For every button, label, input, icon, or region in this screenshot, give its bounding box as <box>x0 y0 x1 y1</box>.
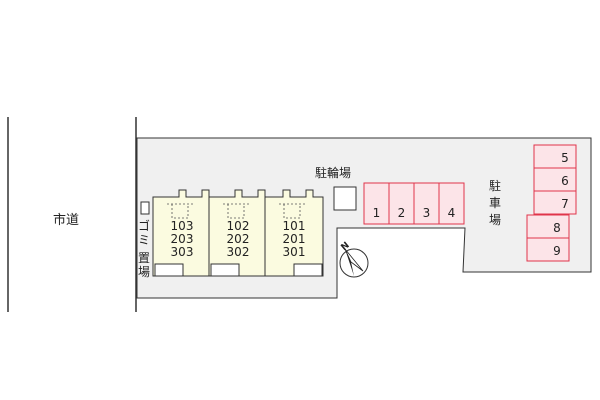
car-parking-label-char-1: 駐 <box>489 178 501 193</box>
road-label: 市道 <box>53 212 79 228</box>
car-parking-label-char-2: 車 <box>489 196 501 210</box>
parking-space-8 <box>526 214 570 239</box>
parking-space-4 <box>438 182 465 225</box>
room-302: 302 <box>227 245 250 259</box>
parking-space-9 <box>526 237 570 262</box>
building-2: 102 202 302 <box>208 189 266 277</box>
compass-needle-light <box>344 248 364 272</box>
parking-number-2: 2 <box>398 206 406 220</box>
garbage-label-char-2: ミ <box>138 233 150 247</box>
building-3-entrance <box>293 263 323 277</box>
parking-number-7: 7 <box>561 197 569 211</box>
parking-number-5: 5 <box>561 151 569 165</box>
parking-stack-8-9: 8 9 <box>526 214 570 262</box>
building-1-stair <box>167 203 193 219</box>
parking-space-6 <box>533 167 577 192</box>
room-102: 102 <box>227 219 250 233</box>
building-2-outline <box>208 189 266 277</box>
garbage-label-char-3: 置 <box>138 251 150 265</box>
bicycle-parking-label: 駐輪場 <box>315 165 351 180</box>
building-1: 103 203 303 <box>152 189 210 277</box>
room-301: 301 <box>283 245 306 259</box>
parking-number-3: 3 <box>423 206 431 220</box>
parking-space-3 <box>413 182 440 225</box>
building-2-stair <box>223 203 249 219</box>
garbage-label-char-4: 場 <box>138 265 150 279</box>
car-parking-label-char-3: 場 <box>489 213 501 227</box>
bicycle-parking-box <box>333 186 357 211</box>
room-101: 101 <box>283 219 306 233</box>
parking-number-1: 1 <box>373 206 381 220</box>
parking-stack-5-7: 5 6 7 <box>533 144 577 215</box>
garbage-label-char-1: ゴ <box>138 218 150 233</box>
building-1-outline <box>152 189 210 277</box>
compass-needle-dark <box>345 249 354 276</box>
building-3-stair <box>279 203 305 219</box>
parking-space-5 <box>533 144 577 169</box>
room-202: 202 <box>227 232 250 246</box>
room-203: 203 <box>171 232 194 246</box>
parking-number-8: 8 <box>553 221 561 235</box>
parking-row-1-4: 1 2 3 4 <box>363 182 465 225</box>
parking-space-2 <box>388 182 415 225</box>
parking-number-6: 6 <box>561 174 569 188</box>
building-3-outline <box>264 189 324 277</box>
building-1-entrance <box>154 263 184 277</box>
parking-number-9: 9 <box>553 244 561 258</box>
garbage-box <box>140 201 150 215</box>
building-2-entrance <box>210 263 240 277</box>
building-3: 101 201 301 <box>264 189 324 277</box>
parking-number-4: 4 <box>448 206 456 220</box>
room-201: 201 <box>283 232 306 246</box>
room-103: 103 <box>171 219 194 233</box>
north-compass: N <box>339 241 369 278</box>
parking-space-7 <box>533 190 577 215</box>
room-303: 303 <box>171 245 194 259</box>
